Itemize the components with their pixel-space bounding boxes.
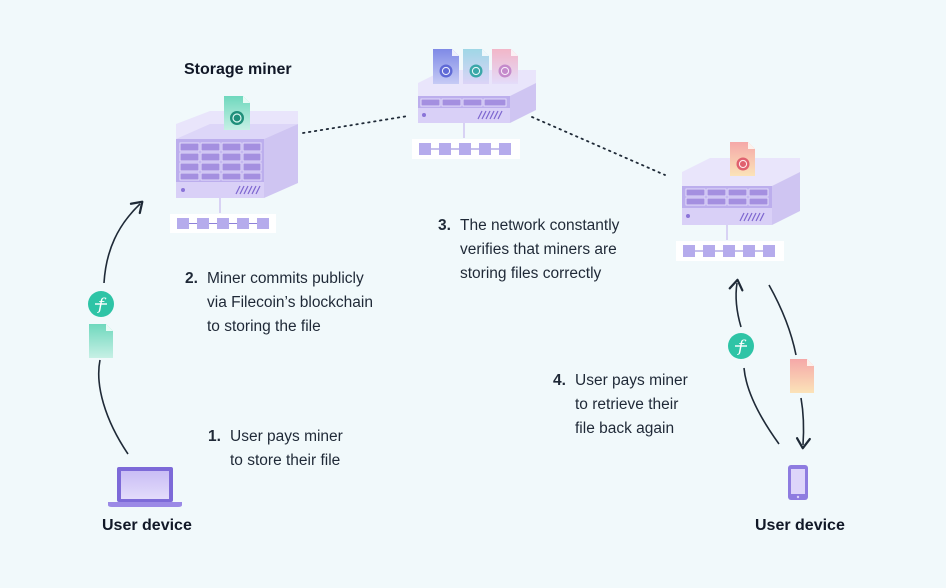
blockchain-icon	[170, 214, 276, 233]
network-connection-left	[302, 115, 409, 134]
storage-miner-server-icon	[176, 111, 298, 213]
step-number: 4.	[553, 372, 566, 389]
filecoin-coin-icon: f	[728, 333, 754, 359]
blockchain-icon	[676, 241, 784, 261]
arrow-icon	[97, 359, 129, 455]
step-4-label: 4. User pays miner to retrieve their fil…	[553, 369, 688, 441]
step-line: User pays miner	[575, 372, 688, 389]
step-line: storing files correctly	[460, 265, 602, 282]
file-icon	[790, 359, 814, 393]
step-line: to store their file	[230, 452, 341, 469]
step-line: file back again	[575, 420, 675, 437]
step-number: 1.	[208, 428, 221, 445]
laptop-icon	[108, 467, 182, 507]
step-line: verifies that miners are	[460, 241, 617, 258]
file-icon	[89, 324, 113, 358]
blockchain-icon	[412, 139, 520, 159]
file-icon	[492, 49, 518, 84]
step-2-label: 2. Miner commits publicly via Filecoin’s…	[185, 267, 373, 339]
step-1-label: 1. User pays miner to store their file	[208, 425, 343, 473]
step-number: 2.	[185, 270, 198, 287]
storage-miner-title: Storage miner	[184, 61, 292, 78]
arrow-icon	[768, 284, 797, 356]
file-icon	[433, 49, 459, 84]
file-icon	[463, 49, 489, 84]
file-icon	[730, 142, 755, 176]
arrow-icon	[795, 397, 811, 450]
step-line: to storing the file	[207, 318, 321, 335]
user-device-right-label: User device	[755, 517, 845, 534]
retrieval-server-icon	[682, 158, 800, 240]
arrow-icon	[103, 200, 144, 284]
step-3-label: 3. The network constantly verifies that …	[438, 214, 619, 286]
step-number: 3.	[438, 217, 451, 234]
phone-icon	[788, 465, 808, 500]
step-line: Miner commits publicly	[207, 270, 364, 287]
step-line: The network constantly	[460, 217, 620, 234]
network-connection-right	[531, 116, 666, 176]
step-line: to retrieve their	[575, 396, 679, 413]
step-line: User pays miner	[230, 428, 343, 445]
user-device-left-label: User device	[102, 517, 192, 534]
arrow-icon	[728, 278, 744, 328]
step-line: via Filecoin’s blockchain	[207, 294, 373, 311]
file-icon	[224, 96, 250, 130]
arrow-icon	[743, 367, 780, 445]
filecoin-coin-icon: f	[88, 291, 114, 317]
